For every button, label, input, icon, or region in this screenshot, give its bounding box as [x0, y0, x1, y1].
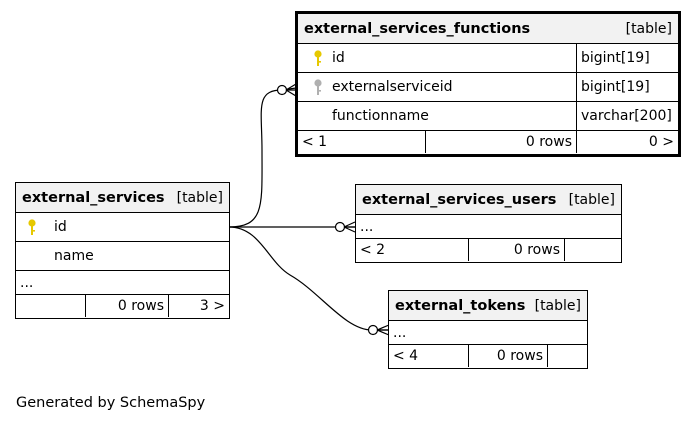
parents-link[interactable]: < 2	[360, 242, 386, 258]
crowfoot-marker	[376, 324, 390, 336]
row-count: 0 rows	[85, 295, 168, 317]
more-columns: ...	[389, 321, 587, 345]
column-name: id	[54, 219, 67, 235]
column-type: bigint[19]	[576, 44, 678, 72]
table-footer: 0 rows 3 >	[16, 295, 229, 317]
table-kind: [table]	[534, 297, 581, 314]
table-header: external_services_users [table]	[356, 185, 621, 215]
table-external-services-users[interactable]: external_services_users [table] ... < 2 …	[355, 184, 622, 263]
column-type: varchar[200]	[576, 102, 678, 130]
column-type: bigint[19]	[576, 73, 678, 101]
table-header: external_services_functions [table]	[298, 14, 678, 44]
optional-marker	[334, 221, 346, 233]
table-kind: [table]	[176, 189, 223, 206]
table-external-services[interactable]: external_services [table] id name ... 0 …	[15, 182, 230, 319]
column-name: functionname	[332, 108, 429, 124]
column-row[interactable]: id	[16, 213, 229, 242]
table-name: external_services	[22, 189, 165, 206]
table-external-tokens[interactable]: external_tokens [table] ... < 4 0 rows	[388, 290, 588, 369]
more-columns: ...	[16, 271, 229, 295]
column-row[interactable]: name	[16, 242, 229, 271]
optional-marker	[367, 324, 379, 336]
children-link[interactable]: 3 >	[168, 295, 229, 317]
table-footer: < 1 0 rows 0 >	[298, 131, 678, 153]
children-link[interactable]	[564, 239, 621, 261]
optional-marker	[276, 84, 288, 96]
children-link[interactable]: 0 >	[576, 131, 678, 153]
column-name: name	[54, 248, 94, 264]
relation-services-to-functions	[228, 87, 297, 228]
table-external-services-functions[interactable]: external_services_functions [table] id b…	[295, 11, 681, 157]
table-name: external_services_users	[362, 191, 557, 208]
column-name: externalserviceid	[332, 79, 453, 95]
crowfoot-marker	[285, 83, 297, 97]
row-count: 0 rows	[468, 345, 547, 367]
table-kind: [table]	[625, 20, 672, 37]
row-count: 0 rows	[468, 239, 564, 261]
crowfoot-marker	[343, 221, 356, 233]
parents-link[interactable]: < 4	[393, 348, 419, 364]
column-name: id	[332, 50, 345, 66]
table-name: external_tokens	[395, 297, 526, 314]
parents-link[interactable]	[16, 295, 85, 317]
relation-services-to-tokens	[228, 226, 389, 331]
table-footer: < 2 0 rows	[356, 239, 621, 261]
generated-by-note: Generated by SchemaSpy	[16, 395, 206, 411]
table-header: external_services [table]	[16, 183, 229, 213]
children-link[interactable]	[547, 345, 587, 367]
foreign-key-icon	[304, 78, 332, 96]
more-columns: ...	[356, 215, 621, 239]
primary-key-icon	[304, 49, 332, 67]
table-header: external_tokens [table]	[389, 291, 587, 321]
table-footer: < 4 0 rows	[389, 345, 587, 367]
primary-key-icon	[18, 218, 46, 236]
table-name: external_services_functions	[304, 20, 531, 37]
column-row[interactable]: externalserviceid bigint[19]	[298, 73, 678, 102]
column-row[interactable]: id bigint[19]	[298, 44, 678, 73]
parents-link[interactable]: < 1	[302, 134, 328, 150]
table-kind: [table]	[568, 191, 615, 208]
column-row[interactable]: functionname varchar[200]	[298, 102, 678, 131]
row-count: 0 rows	[425, 131, 576, 153]
